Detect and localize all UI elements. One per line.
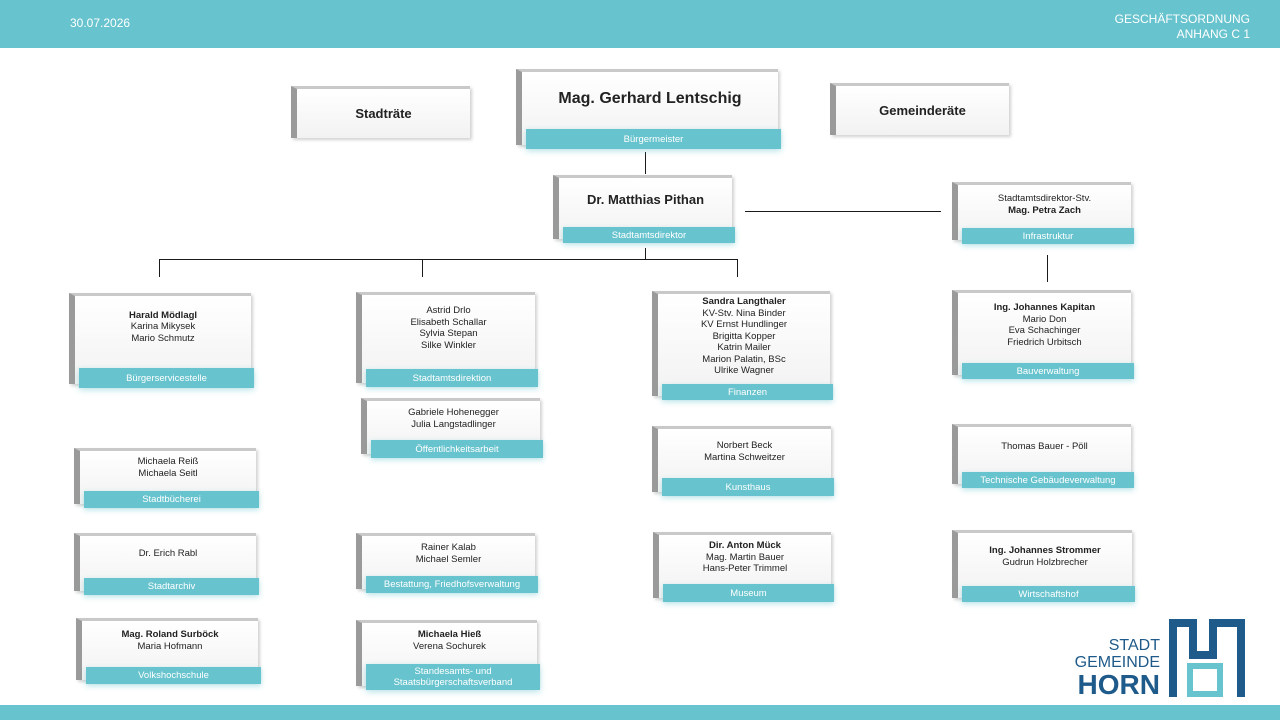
connector-branch-3	[737, 259, 738, 277]
org-box-kunsthaus: Norbert Beck Martina Schweitzer Kunsthau…	[652, 426, 834, 496]
org-box-wirtschaftshof: Ing. Johannes Strommer Gudrun Holzbreche…	[952, 530, 1135, 602]
unit-member: Silke Winkler	[421, 339, 476, 351]
unit-member: Mag. Martin Bauer	[705, 551, 785, 563]
unit-label: Wirtschaftshof	[962, 586, 1135, 602]
org-box-title: Gemeinderäte	[879, 102, 966, 118]
director-name: Dr. Matthias Pithan	[586, 191, 705, 207]
unit-member: Rainer Kalab	[421, 542, 476, 553]
connector-director-down	[645, 248, 646, 260]
connector-director-deputy	[745, 211, 941, 212]
unit-lead: Michaela Hieß	[417, 629, 482, 640]
unit-label: Bauverwaltung	[962, 363, 1134, 379]
unit-member: Julia Langstadlinger	[411, 418, 496, 430]
unit-member: Verena Sochurek	[413, 640, 486, 652]
unit-lead: Ing. Johannes Strommer	[989, 545, 1101, 556]
unit-member: Norbert Beck	[716, 440, 773, 451]
logo-text-horn: HORN	[1077, 669, 1160, 700]
connector-branch-2	[422, 259, 423, 277]
org-box-oeffentlichkeitsarbeit: Gabriele Hohenegger Julia Langstadlinger…	[361, 398, 543, 458]
unit-label-line: Standesamts- und	[414, 666, 492, 677]
unit-member: Mario Schmutz	[131, 332, 195, 344]
org-box-buergerservicestelle: Harald Mödlagl Karina Mikysek Mario Schm…	[69, 293, 254, 388]
unit-member: Astrid Drlo	[426, 305, 471, 316]
unit-label: Volkshochschule	[86, 667, 261, 684]
header-date: 30.07.2026	[70, 16, 131, 30]
unit-label: Technische Gebäudeverwaltung	[962, 472, 1134, 488]
unit-member: KV-Stv. Nina Binder	[702, 307, 786, 319]
unit-label: Bürgerservicestelle	[79, 368, 254, 388]
unit-member: Gudrun Holzbrecher	[1002, 556, 1088, 568]
connector-branch-1	[159, 259, 160, 277]
unit-member: Friedrich Urbitsch	[1007, 336, 1082, 348]
unit-label: Öffentlichkeitsarbeit	[371, 440, 543, 458]
unit-member: Marion Palatin, BSc	[702, 353, 786, 365]
org-box-finanzen: Sandra Langthaler KV-Stv. Nina Binder KV…	[652, 291, 833, 400]
deputy-title: Stadtamtsdirektor-Stv.	[997, 193, 1092, 204]
unit-label: Bestattung, Friedhofsverwaltung	[366, 576, 538, 593]
connector-branch-horizontal	[159, 259, 738, 260]
org-box-bauverwaltung: Ing. Johannes Kapitan Mario Don Eva Scha…	[952, 290, 1134, 379]
unit-member: Eva Schachinger	[1008, 325, 1081, 336]
logo-text-stadt: STADT	[1108, 637, 1160, 654]
unit-member: Sylvia Stepan	[419, 328, 478, 339]
org-box-bestattung: Rainer Kalab Michael Semler Bestattung, …	[356, 533, 538, 593]
unit-member: Hans-Peter Trimmel	[702, 563, 788, 575]
org-box-director: Dr. Matthias Pithan Stadtamtsdirektor	[553, 175, 735, 243]
document-title: GESCHÄFTSORDNUNG ANHANG C 1	[1115, 12, 1250, 42]
unit-member: Dr. Erich Rabl	[138, 547, 198, 559]
unit-member: Karina Mikysek	[130, 321, 196, 333]
unit-label: Stadtarchiv	[84, 578, 259, 595]
unit-label: Kunsthaus	[662, 478, 834, 496]
org-box-stadtamtsdirektion: Astrid Drlo Elisabeth Schallar Sylvia St…	[356, 292, 538, 387]
org-box-gemeinderaete: Gemeinderäte	[830, 83, 1009, 135]
unit-label: Museum	[663, 584, 834, 602]
org-box-title: Stadträte	[355, 105, 412, 121]
unit-member: Gabriele Hohenegger	[408, 407, 499, 418]
unit-member: Thomas Bauer - Pöll	[1001, 440, 1088, 452]
org-box-technische-gebaeudeverwaltung: Thomas Bauer - Pöll Technische Gebäudeve…	[952, 424, 1134, 488]
document-title-line: GESCHÄFTSORDNUNG	[1114, 12, 1250, 26]
unit-member: Michaela Seitl	[138, 467, 198, 479]
unit-lead: Ing. Johannes Kapitan	[993, 302, 1096, 313]
header-bar	[0, 0, 1280, 48]
mayor-name: Mag. Gerhard Lentschig	[558, 89, 742, 107]
org-box-deputy: Stadtamtsdirektor-Stv. Mag. Petra Zach I…	[952, 182, 1134, 244]
org-box-standesamt: Michaela Hieß Verena Sochurek Standesamt…	[356, 620, 540, 690]
org-box-stadtraete: Stadträte	[291, 86, 470, 138]
footer-bar	[0, 705, 1280, 720]
unit-member: Brigitta Kopper	[712, 330, 776, 342]
director-role-label: Stadtamtsdirektor	[563, 227, 735, 243]
unit-member: Mario Don	[1022, 313, 1067, 325]
unit-lead: Dir. Anton Mück	[709, 540, 781, 552]
unit-member: Maria Hofmann	[137, 640, 203, 652]
unit-member: KV Ernst Hundlinger	[700, 319, 788, 331]
deputy-name: Mag. Petra Zach	[1008, 204, 1081, 216]
org-box-mayor: Mag. Gerhard Lentschig Bürgermeister	[516, 69, 781, 149]
unit-label: Stadtbücherei	[84, 491, 259, 508]
org-box-volkshochschule: Mag. Roland Surböck Maria Hofmann Volksh…	[76, 618, 261, 684]
unit-lead: Sandra Langthaler	[702, 296, 786, 308]
mayor-role-label: Bürgermeister	[526, 129, 781, 149]
unit-member: Ulrike Wagner	[714, 365, 774, 377]
logo-text-gemeinde: GEMEINDE	[1074, 654, 1160, 671]
unit-label-line: Staatsbürgerschaftsverband	[393, 677, 513, 688]
unit-lead: Mag. Roland Surböck	[121, 629, 219, 640]
document-subtitle-line: ANHANG C 1	[1176, 27, 1250, 41]
unit-label: Stadtamtsdirektion	[366, 369, 538, 387]
unit-label: Finanzen	[662, 384, 833, 400]
org-box-museum: Dir. Anton Mück Mag. Martin Bauer Hans-P…	[653, 532, 834, 602]
org-box-stadtbuecherei: Michaela Reiß Michaela Seitl Stadtbücher…	[74, 448, 259, 508]
horn-logo-icon	[1169, 619, 1245, 697]
unit-member: Michael Semler	[415, 553, 482, 565]
unit-member: Katrin Mailer	[717, 342, 771, 354]
unit-member: Martina Schweitzer	[704, 451, 785, 463]
unit-lead: Harald Mödlagl	[128, 309, 198, 321]
connector-mayor-director	[645, 152, 646, 174]
deputy-unit-label: Infrastruktur	[962, 228, 1134, 244]
connector-deputy-down	[1047, 255, 1048, 282]
unit-member: Michaela Reiß	[137, 456, 199, 467]
unit-member: Elisabeth Schallar	[410, 316, 487, 328]
unit-label: Standesamts- und Staatsbürgerschaftsverb…	[366, 664, 540, 690]
org-box-stadtarchiv: Dr. Erich Rabl Stadtarchiv	[74, 533, 259, 595]
